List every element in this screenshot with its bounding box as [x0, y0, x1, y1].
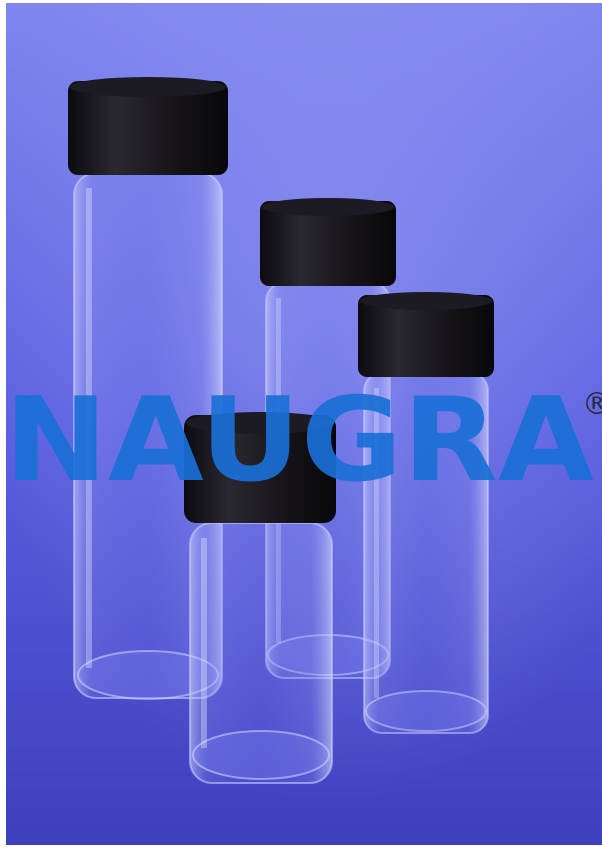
vial-tall	[68, 77, 228, 700]
vials-photo-svg	[6, 3, 602, 845]
vial-right	[358, 292, 494, 734]
product-photo	[6, 3, 602, 845]
vial-short	[184, 412, 336, 784]
